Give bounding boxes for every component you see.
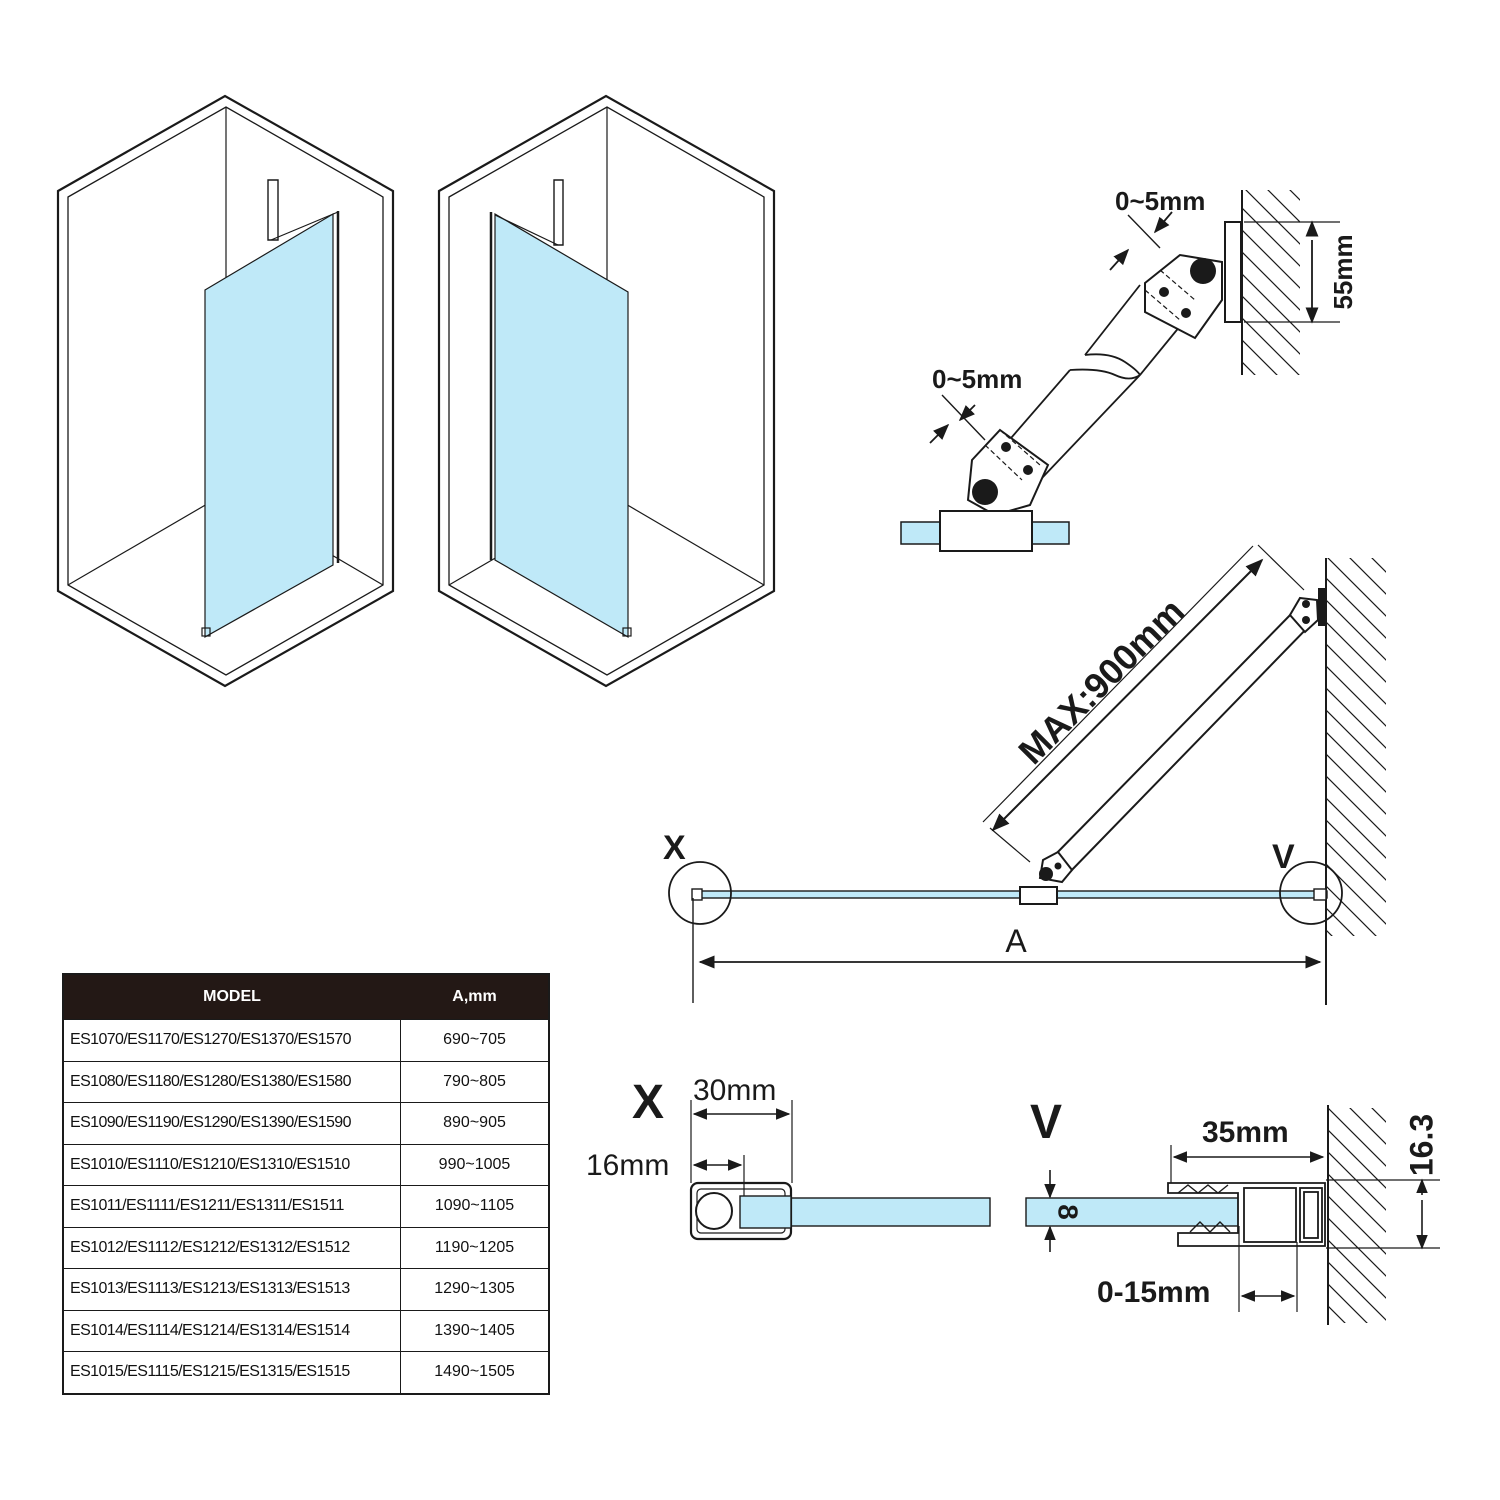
a-size-cell: 1290~1305 <box>400 1268 550 1311</box>
a-size-cell: 1390~1405 <box>400 1309 550 1352</box>
a-size-cell: 890~905 <box>400 1102 550 1145</box>
detail-x: X 30mm 16mm <box>586 1074 991 1241</box>
a-size-cell: 990~1005 <box>400 1143 550 1186</box>
model-column-header: MODEL <box>63 974 401 1020</box>
detail-circle-x <box>668 861 732 925</box>
detail-v-title: V <box>1030 1096 1062 1149</box>
plan-view: MAX:900mm X V A <box>663 544 1386 1005</box>
model-cell: ES1014/ES1114/ES1214/ES1314/ES1514 <box>62 1309 401 1352</box>
adjust-range-label: 0-15mm <box>1097 1276 1210 1309</box>
glass-thickness-label: 8 <box>1053 1204 1084 1220</box>
a-size-cell: 1490~1505 <box>400 1351 550 1394</box>
plan-v-label: V <box>1272 838 1295 876</box>
a-column-header: A,mm <box>400 974 550 1020</box>
gap-top-label: 0~5mm <box>1115 186 1205 216</box>
profile-width-label: 35mm <box>1202 1116 1289 1149</box>
model-cell: ES1015/ES1115/ES1215/ES1315/ES1515 <box>62 1351 401 1394</box>
model-cell: ES1080/ES1180/ES1280/ES1380/ES1580 <box>62 1060 401 1103</box>
model-cell: ES1011/ES1111/ES1211/ES1311/ES1511 <box>62 1185 401 1228</box>
table-header-row: MODEL A,mm <box>63 974 550 1020</box>
detail-circle-v <box>1279 861 1343 925</box>
model-cell: ES1012/ES1112/ES1212/ES1312/ES1512 <box>62 1226 401 1269</box>
model-cell: ES1070/ES1170/ES1270/ES1370/ES1570 <box>62 1019 401 1062</box>
upper-clamp <box>1144 253 1223 340</box>
model-cell: ES1013/ES1113/ES1213/ES1313/ES1513 <box>62 1268 401 1311</box>
model-size-table: MODEL A,mm ES1070/ES1170/ES1270/ES1370/E… <box>62 973 550 1395</box>
arm-length-label: MAX:900mm <box>1010 590 1192 772</box>
lower-clamp <box>966 428 1050 517</box>
perspective-view-right <box>437 94 776 688</box>
gap-bottom-label: 0~5mm <box>932 364 1022 394</box>
detail-x-title: X <box>632 1076 664 1129</box>
bracket-detail: 0~5mm 0~5mm 55mm <box>900 186 1358 552</box>
plan-x-label: X <box>663 829 686 867</box>
height-55-label: 55mm <box>1328 234 1358 309</box>
model-cell: ES1010/ES1110/ES1210/ES1310/ES1510 <box>62 1143 401 1186</box>
detail-v: V 8 35mm 0-15mm 16.3 <box>1025 1096 1440 1325</box>
a-size-cell: 790~805 <box>400 1060 550 1103</box>
a-size-cell: 690~705 <box>400 1019 550 1062</box>
detail-x-width-label: 30mm <box>693 1074 776 1107</box>
a-size-cell: 1190~1205 <box>400 1226 550 1269</box>
profile-height-label: 16.3 <box>1403 1114 1439 1176</box>
dimension-a-label: A <box>1005 923 1027 959</box>
detail-x-depth-label: 16mm <box>586 1149 669 1182</box>
a-size-cell: 1090~1105 <box>400 1185 550 1228</box>
perspective-view-left <box>56 94 395 688</box>
model-cell: ES1090/ES1190/ES1290/ES1390/ES1590 <box>62 1102 401 1145</box>
